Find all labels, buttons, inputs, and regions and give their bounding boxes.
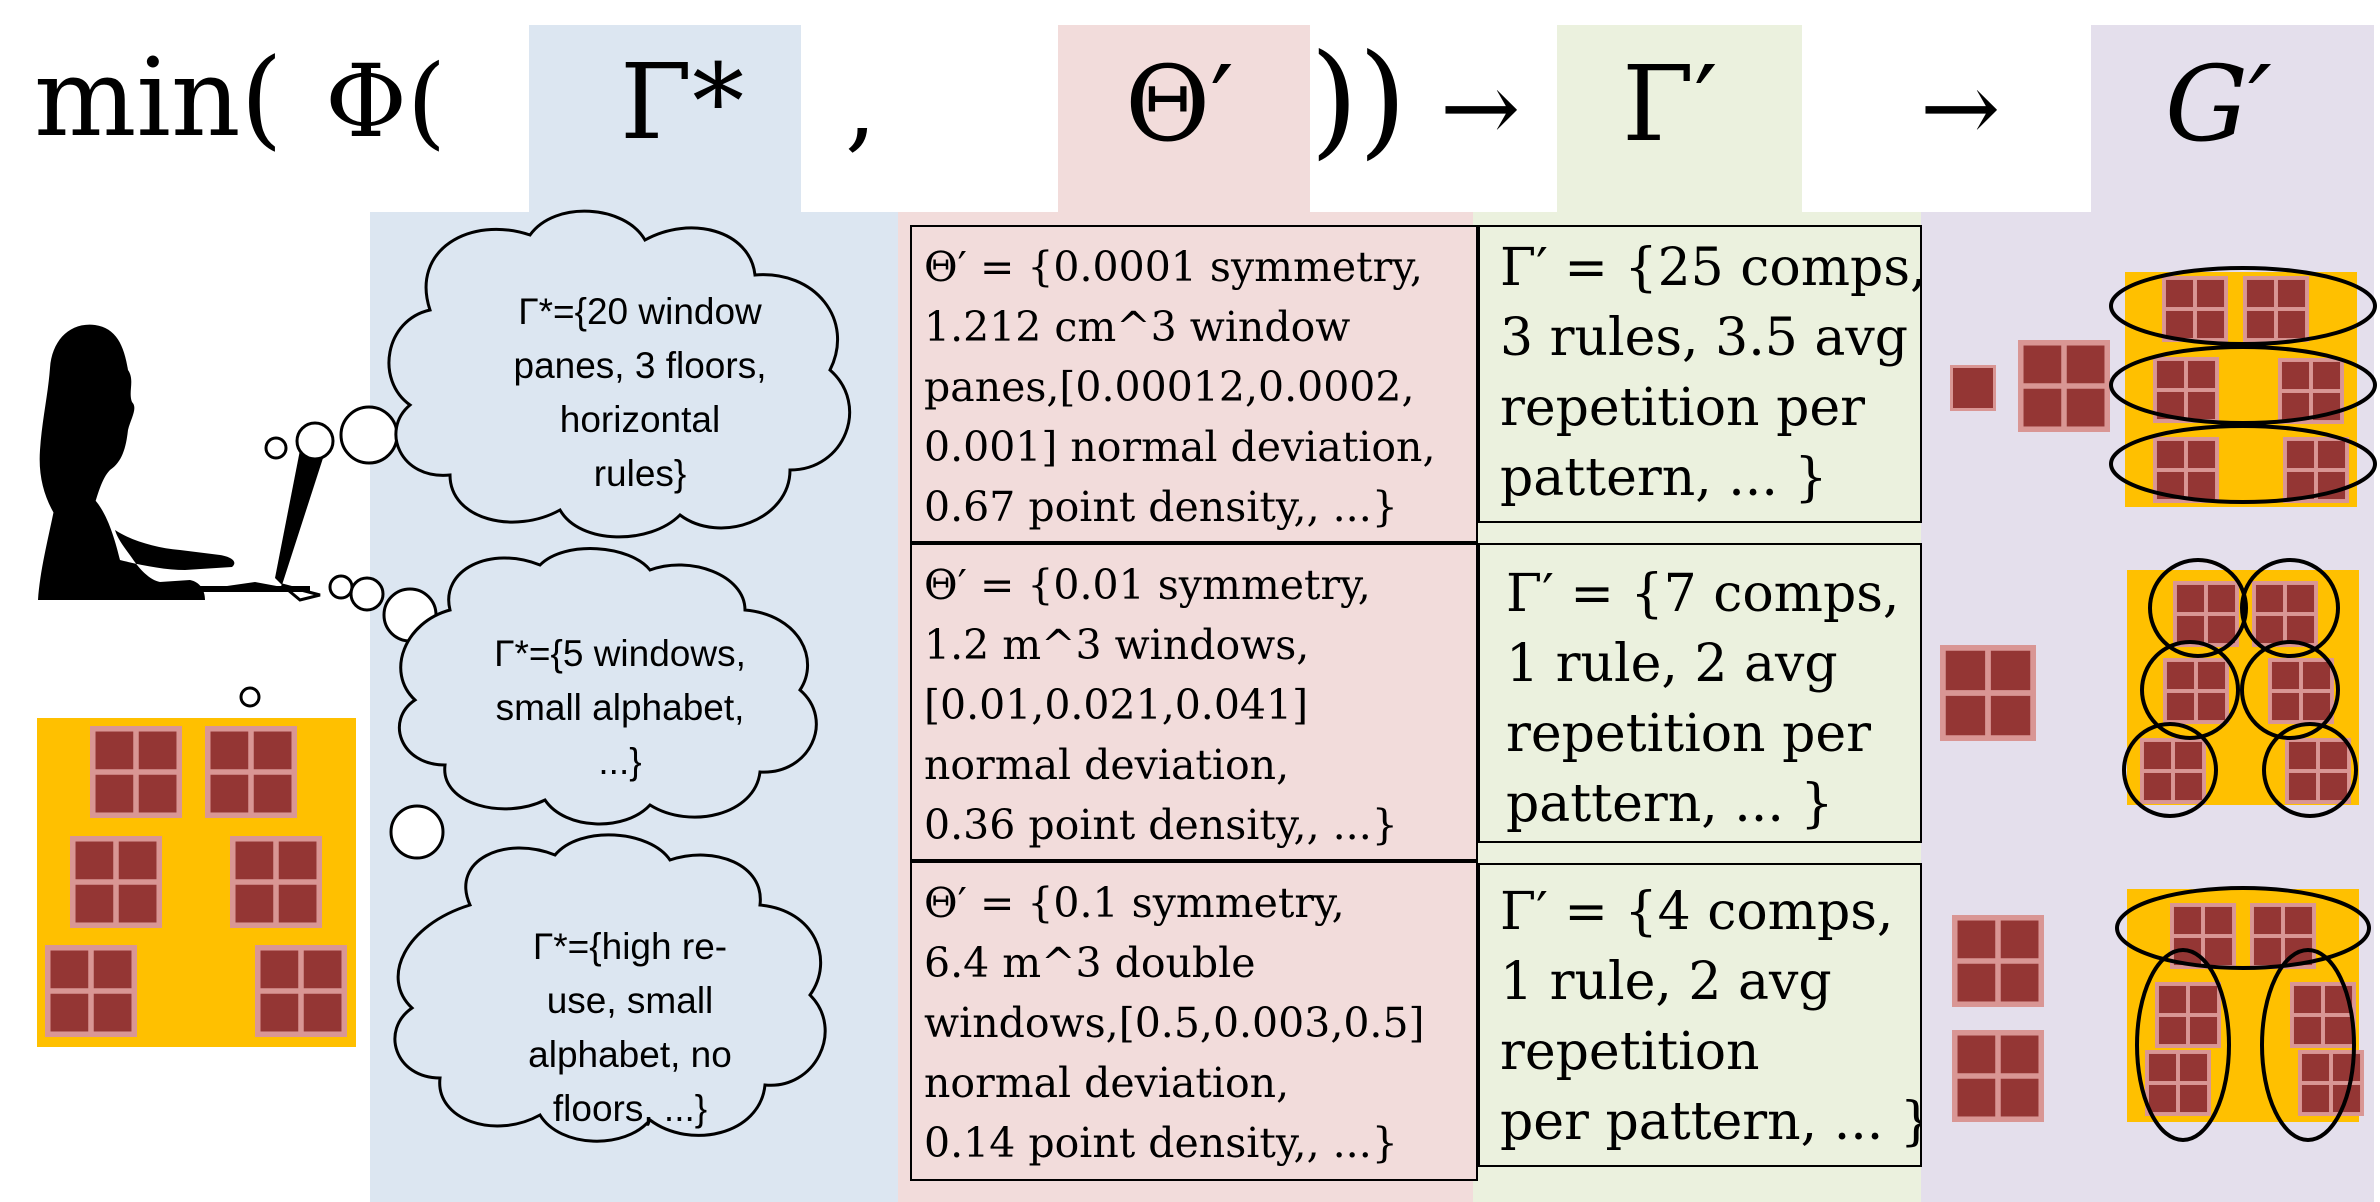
cloud-line: Γ*={high re-	[532, 926, 728, 967]
cloud-line: ...}	[598, 741, 642, 782]
theta-line: 0.67 point density,, ...}	[924, 483, 1398, 531]
window-icon	[90, 726, 182, 818]
window-icon	[205, 726, 297, 818]
theta-line: Θ′ = {0.01 symmetry,	[924, 561, 1371, 609]
eq-phi: Φ(	[325, 43, 446, 160]
thought-cloud-3	[393, 833, 827, 1143]
thought-cloud-text-3: Γ*={high re- use, small alphabet, no flo…	[460, 920, 800, 1136]
eq-min: min(	[34, 36, 283, 161]
cloud-line: floors, ...}	[552, 1088, 708, 1129]
window-icon	[1950, 365, 1996, 411]
theta-box-2: Θ′ = {0.01 symmetry, 1.2 m^3 windows, [0…	[910, 543, 1478, 861]
theta-line: 0.14 point density,, ...}	[924, 1119, 1398, 1167]
eq-arrow-2: →	[1920, 52, 2001, 164]
theta-prime-band	[1058, 25, 1310, 215]
theta-line: 0.36 point density,, ...}	[924, 801, 1398, 849]
gamma-line: repetition	[1500, 1022, 1760, 1082]
window-icon	[2155, 982, 2221, 1048]
window-icon	[2153, 357, 2219, 423]
cloud-line: horizontal	[559, 399, 721, 440]
window-icon	[2163, 658, 2229, 724]
gamma-line: Γ′ = {7 comps,	[1506, 564, 1900, 624]
gamma-line: per pattern, ... }	[1500, 1092, 1922, 1152]
gamma-prime-components	[1940, 340, 2110, 1122]
gamma-prime-box-3: Γ′ = {4 comps, 1 rule, 2 avg repetition …	[1478, 863, 1922, 1167]
gamma-line: Γ′ = {25 comps,	[1500, 238, 1922, 298]
theta-line: 1.2 m^3 windows,	[924, 621, 1310, 669]
window-icon	[230, 836, 322, 928]
cloud-line: small alphabet,	[495, 687, 745, 728]
window-icon	[2145, 1050, 2211, 1116]
thought-cloud-text-1: Γ*={20 window panes, 3 floors, horizonta…	[470, 285, 810, 501]
gamma-star-band	[529, 25, 801, 215]
window-icon	[2153, 437, 2219, 503]
window-icon	[2140, 738, 2206, 804]
theta-line: 6.4 m^3 double	[924, 939, 1256, 987]
thought-cloud-1	[387, 209, 852, 539]
left-facade-windows	[45, 726, 347, 1037]
window-icon	[1952, 915, 2044, 1007]
window-icon	[2285, 738, 2351, 804]
gamma-line: pattern, ... }	[1506, 774, 1834, 834]
gamma-line: repetition per	[1500, 378, 1865, 438]
window-icon	[2283, 437, 2349, 503]
theta-line: windows,[0.5,0.003,0.5]	[924, 999, 1425, 1047]
window-icon	[2173, 581, 2239, 647]
eq-theta-prime: Θ′	[1125, 43, 1234, 165]
g-prime-band	[2091, 25, 2374, 215]
thought-cloud-text-2: Γ*={5 windows, small alphabet, ...}	[450, 627, 790, 789]
eq-gamma-star: Γ*	[620, 41, 745, 163]
window-icon	[1952, 1030, 2044, 1122]
theta-box-1: Θ′ = {0.0001 symmetry, 1.212 cm^3 window…	[910, 225, 1478, 543]
eq-g-prime: G′	[2165, 43, 2272, 165]
window-icon	[2018, 340, 2110, 432]
eq-close-parens: ))	[1310, 28, 1407, 172]
theta-line: Θ′ = {0.1 symmetry,	[924, 879, 1345, 927]
gamma-prime-box-2: Γ′ = {7 comps, 1 rule, 2 avg repetition …	[1478, 543, 1922, 843]
theta-line: panes,[0.00012,0.0002,	[924, 363, 1415, 411]
window-icon	[45, 945, 137, 1037]
window-icon	[2268, 658, 2334, 724]
gamma-line: 1 rule, 2 avg	[1506, 634, 1838, 694]
gamma-line: 3 rules, 3.5 avg	[1500, 308, 1909, 368]
eq-comma: ,	[845, 46, 877, 163]
thought-cloud-2	[397, 547, 818, 826]
person-at-computer-icon	[38, 324, 324, 602]
gamma-prime-band	[1557, 25, 1802, 215]
eq-gamma-prime: Γ′	[1622, 43, 1718, 165]
window-icon	[1940, 645, 2036, 741]
gprime-windows	[2140, 276, 2364, 1116]
theta-line: normal deviation,	[924, 741, 1290, 789]
cloud-line: use, small	[546, 980, 714, 1021]
window-icon	[255, 945, 347, 1037]
thought-bubbles	[239, 405, 445, 860]
gamma-line: Γ′ = {4 comps,	[1500, 882, 1894, 942]
gamma-line: 1 rule, 2 avg	[1500, 952, 1832, 1012]
cloud-line: Γ*={20 window	[518, 291, 762, 332]
theta-line: Θ′ = {0.0001 symmetry,	[924, 243, 1423, 291]
cloud-line: rules}	[593, 453, 687, 494]
window-icon	[70, 836, 162, 928]
theta-line: 0.001] normal deviation,	[924, 423, 1436, 471]
window-icon	[2252, 581, 2318, 647]
pattern-ellipses	[2109, 266, 2377, 1142]
theta-box-3: Θ′ = {0.1 symmetry, 6.4 m^3 double windo…	[910, 861, 1478, 1181]
theta-line: normal deviation,	[924, 1059, 1290, 1107]
cloud-line: panes, 3 floors,	[513, 345, 767, 386]
window-icon	[2162, 276, 2228, 342]
eq-arrow-1: →	[1440, 52, 1521, 164]
window-icon	[2250, 903, 2316, 969]
cloud-line: Γ*={5 windows,	[494, 633, 746, 674]
theta-line: [0.01,0.021,0.041]	[924, 681, 1309, 729]
gamma-line: pattern, ... }	[1500, 448, 1828, 508]
window-icon	[2243, 276, 2309, 342]
gamma-line: repetition per	[1506, 704, 1871, 764]
cloud-line: alphabet, no	[528, 1034, 732, 1075]
theta-line: 1.212 cm^3 window	[924, 303, 1351, 351]
gamma-prime-box-1: Γ′ = {25 comps, 3 rules, 3.5 avg repetit…	[1478, 225, 1922, 523]
